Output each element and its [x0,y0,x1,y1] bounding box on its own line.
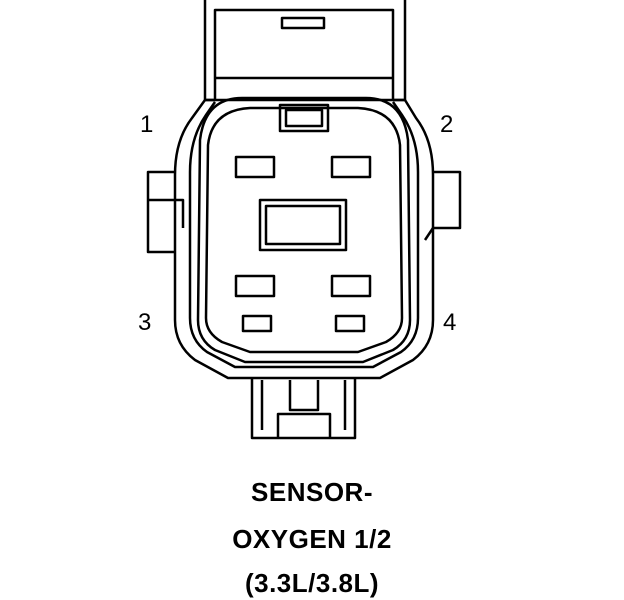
caption-line-3: (3.3L/3.8L) [244,568,380,598]
center-block [258,198,348,252]
wire-exit [250,378,357,440]
connector-housing [173,96,435,380]
caption-line-2: OXYGEN 1/2 [232,524,392,554]
terminal-cavity [330,274,372,298]
pin-number-2: 2 [440,111,453,138]
key-slot [278,103,330,133]
terminal-cavity [241,314,273,333]
terminal-cavity [330,155,372,179]
pin-number-4: 4 [443,309,456,336]
right-ear [423,170,462,241]
top-latch [203,0,407,102]
terminal-cavity [334,314,366,333]
pin-number-1: 1 [140,111,153,138]
terminal-cavity [234,155,276,179]
left-ear [146,170,185,254]
pin-number-3: 3 [138,309,151,336]
caption-line-1: SENSOR- [251,477,373,507]
terminal-cavity [234,274,276,298]
